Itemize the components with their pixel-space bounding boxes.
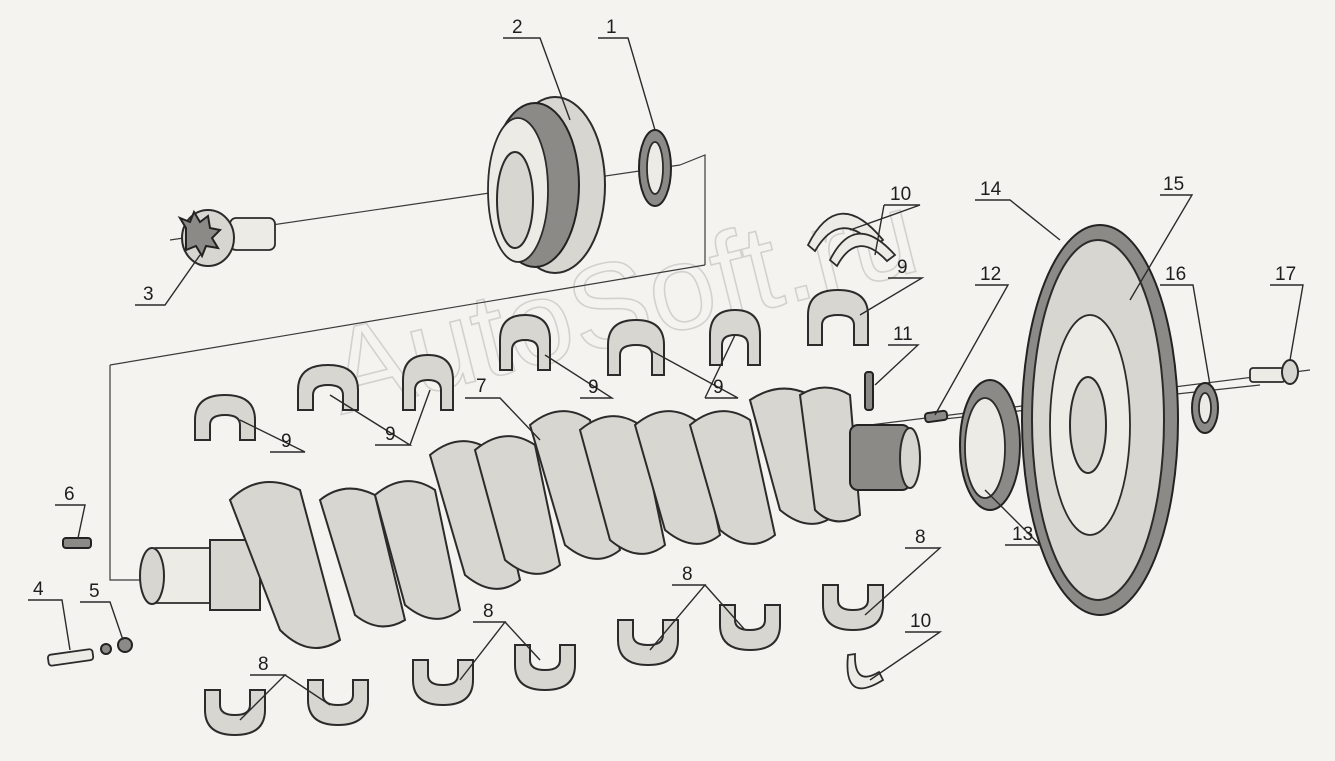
bolt-4 xyxy=(47,648,95,667)
flywheel xyxy=(1021,224,1179,616)
callout-13: 13 xyxy=(1012,524,1033,545)
washer-5b xyxy=(117,637,133,653)
callout-8-a: 8 xyxy=(258,654,269,675)
callout-8-b: 8 xyxy=(483,601,494,622)
callout-5: 5 xyxy=(89,581,100,602)
callout-6: 6 xyxy=(64,484,75,505)
callout-17: 17 xyxy=(1275,264,1296,285)
callout-labels: 2 1 3 4 5 6 7 8 8 8 8 9 9 9 9 9 10 10 11… xyxy=(33,17,1296,675)
thrust-ring-upper-b xyxy=(828,232,897,268)
crankshaft xyxy=(139,386,921,649)
callout-9-e: 9 xyxy=(897,257,908,278)
callout-4: 4 xyxy=(33,579,44,600)
callout-8-d: 8 xyxy=(915,527,926,548)
callout-15: 15 xyxy=(1163,174,1184,195)
leader-lines xyxy=(28,37,1304,721)
washer-ring xyxy=(638,129,672,207)
thrust-ring-lower xyxy=(846,652,885,690)
pin-6 xyxy=(62,537,92,549)
callout-2: 2 xyxy=(512,17,523,38)
callout-9-b: 9 xyxy=(385,424,396,445)
upper-bearing-shells xyxy=(194,288,869,441)
timing-gear xyxy=(959,379,1021,511)
callout-16: 16 xyxy=(1165,264,1186,285)
callout-9-d: 9 xyxy=(713,377,724,398)
lower-bearing-shells xyxy=(204,584,884,737)
callout-11: 11 xyxy=(893,324,913,345)
flywheel-bolt xyxy=(1249,359,1299,385)
callout-10-a: 10 xyxy=(890,184,911,205)
dowel-pin-11 xyxy=(864,371,874,411)
callout-3: 3 xyxy=(143,284,154,305)
washer-5a xyxy=(100,643,112,655)
pilot-bushing xyxy=(1191,382,1219,434)
callout-14: 14 xyxy=(980,179,1002,200)
callout-1: 1 xyxy=(606,17,617,38)
callout-8-c: 8 xyxy=(682,564,693,585)
pulley-damper xyxy=(487,96,606,274)
callout-9-c: 9 xyxy=(588,377,599,398)
callout-10-b: 10 xyxy=(910,611,931,632)
callout-7: 7 xyxy=(476,376,487,397)
dowel-pin-12 xyxy=(923,409,949,424)
callout-9-a: 9 xyxy=(281,431,292,452)
callout-12: 12 xyxy=(980,264,1001,285)
ratchet-nut xyxy=(177,209,276,267)
